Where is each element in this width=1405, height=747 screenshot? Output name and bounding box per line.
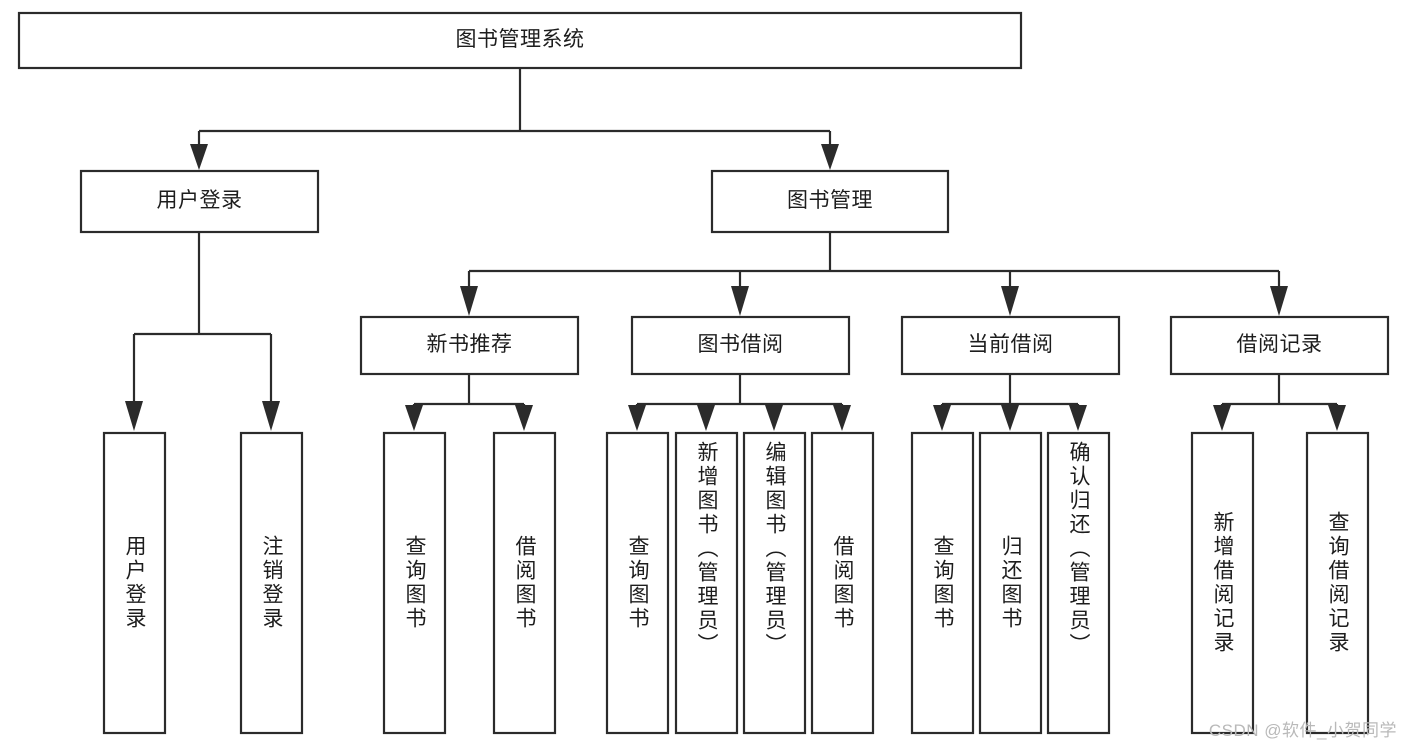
arrowhead-borrow-record (1270, 286, 1288, 316)
node-book-management-box[interactable] (710, 169, 950, 234)
node-current-borrow-box[interactable] (900, 315, 1121, 376)
arrowhead-user-login (190, 144, 208, 170)
node-leaf-add-record-box[interactable] (1190, 431, 1255, 735)
node-leaf-add-book-box[interactable] (674, 431, 739, 735)
node-leaf-confirm-return-box[interactable] (1046, 431, 1111, 735)
arrowhead-leaf-user-login (125, 401, 143, 431)
node-book-borrow-box[interactable] (630, 315, 851, 376)
arrowhead-leaf-query-record (1328, 405, 1346, 431)
arrowhead-leaf-borrow-book-1 (515, 405, 533, 431)
arrowhead-leaf-query-book-2 (628, 405, 646, 431)
node-leaf-borrow-book-1-box[interactable] (492, 431, 557, 735)
node-leaf-query-book-3-box[interactable] (910, 431, 975, 735)
node-leaf-query-record-box[interactable] (1305, 431, 1370, 735)
arrowhead-leaf-logout-login (262, 401, 280, 431)
arrowhead-leaf-edit-book (765, 405, 783, 431)
arrowhead-leaf-add-record (1213, 405, 1231, 431)
arrowhead-current-borrow (1001, 286, 1019, 316)
node-leaf-query-book-1-box[interactable] (382, 431, 447, 735)
node-borrow-record-box[interactable] (1169, 315, 1390, 376)
node-leaf-logout-login-box[interactable] (239, 431, 304, 735)
arrowhead-leaf-confirm-return (1069, 405, 1087, 431)
node-leaf-borrow-book-2-box[interactable] (810, 431, 875, 735)
arrowhead-new-book-recommend (460, 286, 478, 316)
arrowhead-leaf-query-book-1 (405, 405, 423, 431)
arrowhead-leaf-return-book (1001, 405, 1019, 431)
node-user-login-box[interactable] (79, 169, 320, 234)
node-leaf-edit-book-box[interactable] (742, 431, 807, 735)
node-leaf-query-book-2-box[interactable] (605, 431, 670, 735)
arrowhead-leaf-borrow-book-2 (833, 405, 851, 431)
arrowhead-leaf-add-book (697, 405, 715, 431)
arrowhead-book-borrow (731, 286, 749, 316)
node-leaf-return-book-box[interactable] (978, 431, 1043, 735)
arrowhead-leaf-query-book-3 (933, 405, 951, 431)
node-new-book-recommend-box[interactable] (359, 315, 580, 376)
node-root-box[interactable] (17, 11, 1023, 70)
arrowhead-book-management (821, 144, 839, 170)
node-leaf-user-login-box[interactable] (102, 431, 167, 735)
